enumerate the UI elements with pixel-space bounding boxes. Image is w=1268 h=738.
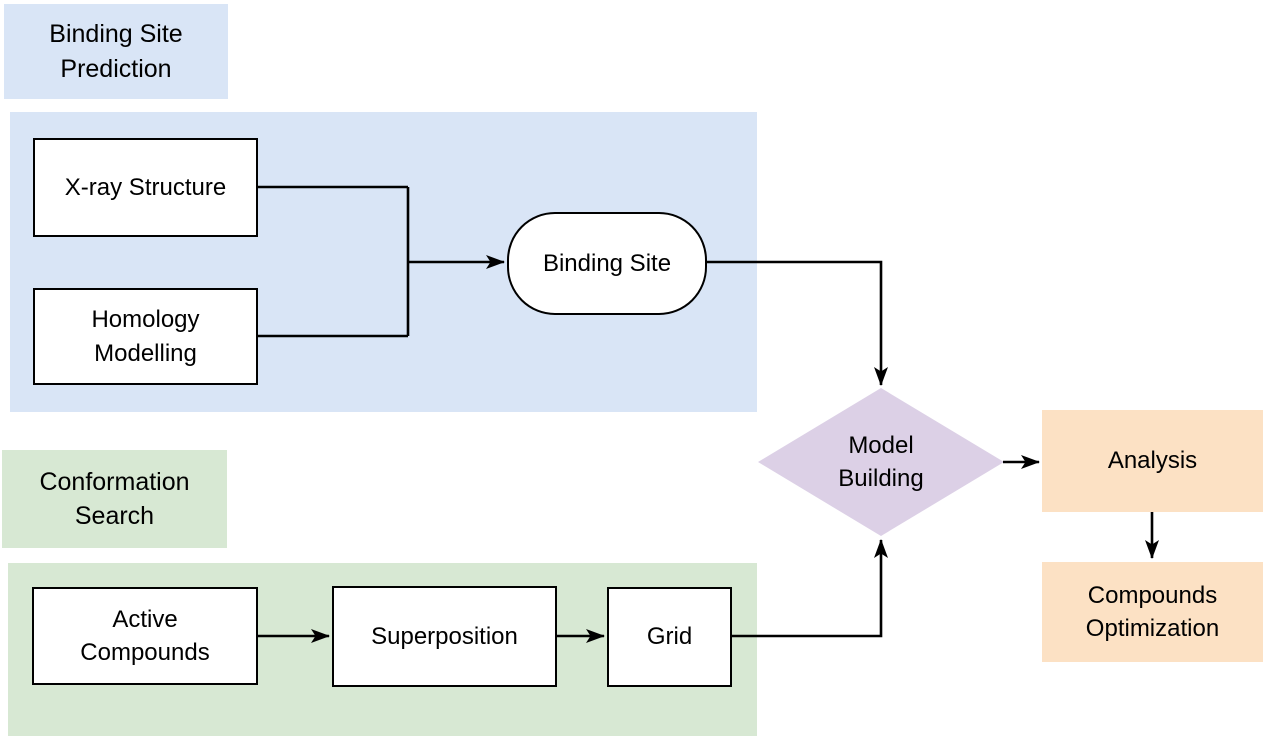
node-analysis: Analysis — [1042, 410, 1263, 512]
node-model-building-label: Model Building — [838, 431, 924, 492]
node-compounds-optimization: Compounds Optimization — [1042, 562, 1263, 662]
node-active-compounds: Active Compounds — [32, 587, 258, 685]
node-xray-structure: X-ray Structure — [33, 138, 258, 237]
node-binding-site: Binding Site — [507, 212, 707, 315]
section-label-binding-site-prediction: Binding Site Prediction — [4, 4, 228, 99]
node-superposition: Superposition — [332, 586, 557, 687]
node-grid: Grid — [607, 587, 732, 687]
node-homology-modelling: Homology Modelling — [33, 288, 258, 385]
section-label-conformation-search: Conformation Search — [2, 450, 227, 548]
